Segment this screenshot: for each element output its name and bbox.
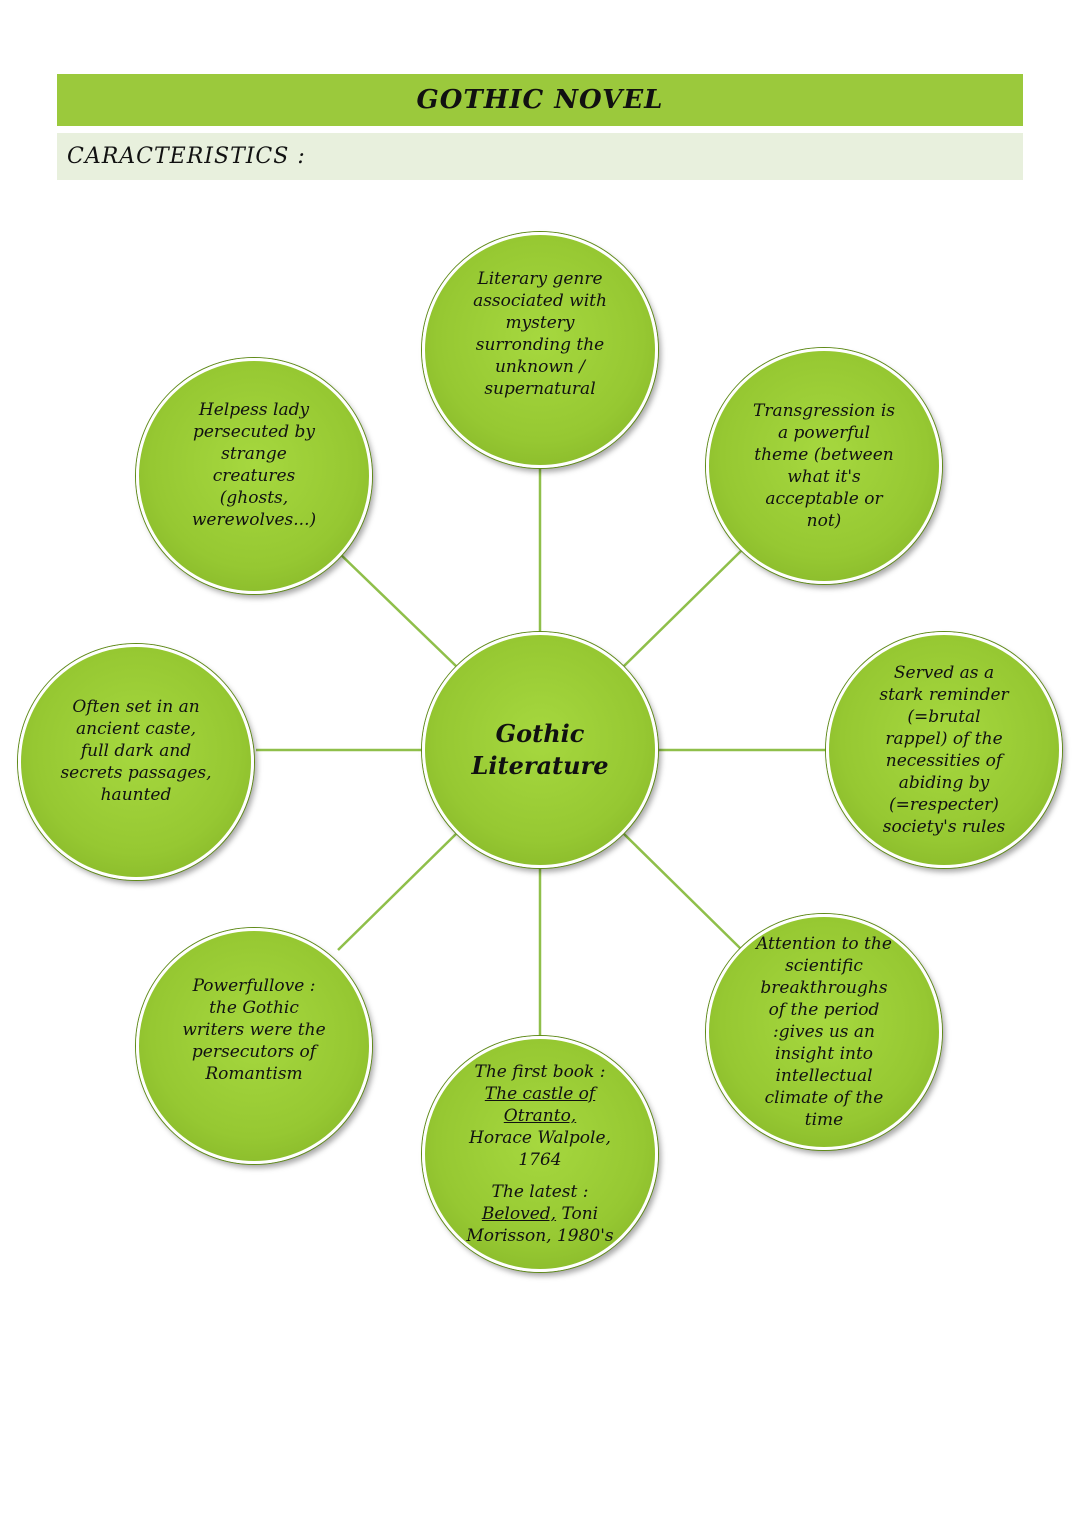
- first-book-title: The castle of Otranto,: [484, 1084, 596, 1126]
- node-top-left-text: Helpess lady persecuted by strange creat…: [191, 400, 317, 530]
- node-left-text: Often set in an ancient caste, full dark…: [60, 697, 212, 805]
- node-right-text: Served as a stark reminder (=brutal rapp…: [879, 663, 1009, 837]
- connector-top-right: [623, 549, 743, 667]
- node-bottom: The first book : The castle of Otranto, …: [422, 1036, 658, 1272]
- node-left: Often set in an ancient caste, full dark…: [18, 644, 254, 880]
- node-bottom-right: Attention to the scientific breakthrough…: [706, 914, 942, 1150]
- node-top-text: Literary genre associated with mystery s…: [473, 269, 607, 399]
- node-bottom-text: The first book : The castle of Otranto, …: [469, 1061, 611, 1171]
- center-label: Gothic Literature: [471, 719, 609, 780]
- title-bar: GOTHIC NOVEL: [57, 74, 1023, 126]
- node-right: Served as a stark reminder (=brutal rapp…: [826, 632, 1062, 868]
- node-bottom-left: Powerfullove : the Gothic writers were t…: [136, 928, 372, 1164]
- node-bottom-right-text: Attention to the scientific breakthrough…: [756, 934, 892, 1130]
- page-title: GOTHIC NOVEL: [416, 85, 664, 115]
- node-bottom-left-text: Powerfullove : the Gothic writers were t…: [182, 976, 326, 1084]
- node-top-right: Transgression is a powerful theme (betwe…: [706, 348, 942, 584]
- node-bottom-latest: The latest : Beloved, Toni Morisson, 198…: [466, 1181, 613, 1247]
- latest-book-author: Toni Morisson, 1980's: [466, 1204, 614, 1246]
- node-top-right-text: Transgression is a powerful theme (betwe…: [753, 401, 895, 531]
- first-book-author: Horace Walpole, 1764: [469, 1128, 611, 1170]
- latest-book-label: The latest :: [491, 1182, 589, 1202]
- connector-bottom-left: [337, 833, 457, 951]
- connector-top-left: [337, 551, 457, 667]
- node-top: Literary genre associated with mystery s…: [422, 232, 658, 468]
- center-node: Gothic Literature: [422, 632, 658, 868]
- subtitle-bar: CARACTERISTICS :: [57, 133, 1023, 180]
- node-top-left: Helpess lady persecuted by strange creat…: [136, 358, 372, 594]
- section-heading: CARACTERISTICS :: [67, 144, 306, 169]
- latest-book-title: Beloved,: [481, 1204, 557, 1224]
- first-book-label: The first book :: [474, 1062, 606, 1082]
- connector-bottom-right: [623, 833, 743, 951]
